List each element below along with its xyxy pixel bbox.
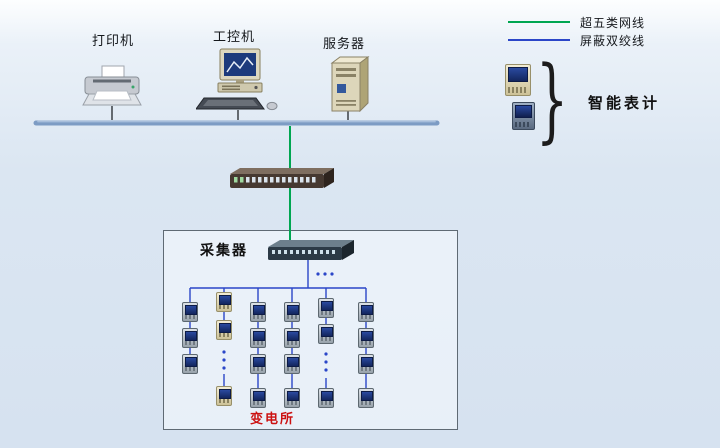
printer-label: 打印机	[92, 34, 135, 49]
meter-icon	[318, 298, 334, 318]
meter-icon	[182, 328, 198, 348]
meter-icon	[182, 302, 198, 322]
stp-line-swatch	[508, 39, 570, 41]
meter-icon	[250, 302, 266, 322]
smart-meters-label: 智能表计	[588, 94, 661, 112]
cat5-label: 超五类网线	[580, 15, 646, 30]
server-label: 服务器	[323, 37, 366, 52]
meter-icon	[284, 302, 300, 322]
meter-icon	[318, 324, 334, 344]
smart-meter-icon-b	[512, 102, 535, 130]
legend-row-stp: 屏蔽双绞线	[508, 31, 645, 49]
meter-icon	[358, 328, 374, 348]
printer-icon	[80, 64, 144, 112]
meter-icon	[216, 292, 232, 312]
meter-icon	[250, 328, 266, 348]
meter-icon	[250, 354, 266, 374]
substation-box	[163, 230, 458, 430]
meter-icon	[284, 354, 300, 374]
legend-row-cat5: 超五类网线	[508, 13, 645, 31]
meter-icon	[358, 388, 374, 408]
industrial-pc-icon	[195, 48, 280, 116]
meter-icon	[284, 328, 300, 348]
collector-icon	[264, 238, 356, 268]
legend: 超五类网线 屏蔽双绞线	[508, 13, 645, 49]
substation-label: 变电所	[250, 412, 296, 427]
meter-icon	[216, 386, 232, 406]
smart-meter-icon-a	[505, 64, 531, 96]
cat5-line-swatch	[508, 21, 570, 23]
meter-icon	[250, 388, 266, 408]
server-icon	[322, 54, 374, 116]
meter-icon	[284, 388, 300, 408]
switch-icon	[224, 166, 336, 196]
meter-icon	[358, 354, 374, 374]
ellipsis-dots	[222, 272, 334, 372]
industrial-pc-label: 工控机	[213, 30, 256, 45]
meter-icon	[318, 388, 334, 408]
meter-icon	[182, 354, 198, 374]
meter-icon	[216, 320, 232, 340]
meter-icon	[358, 302, 374, 322]
stp-label: 屏蔽双绞线	[580, 33, 646, 48]
collector-label: 采集器	[200, 243, 248, 259]
brace-glyph: }	[536, 46, 569, 153]
